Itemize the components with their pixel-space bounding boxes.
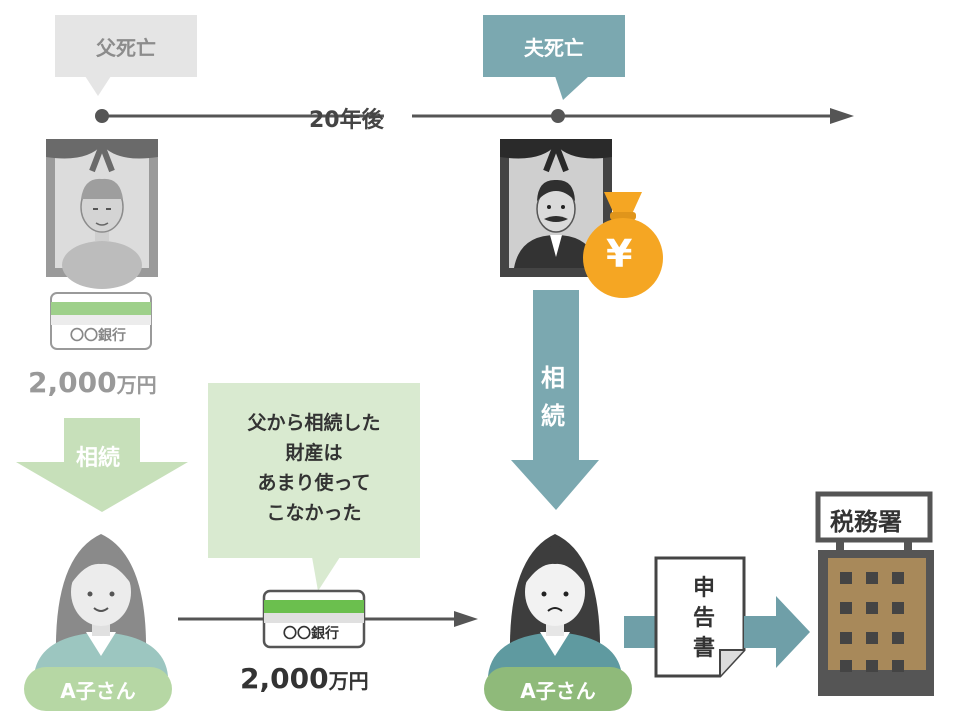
note-line-3: あまり使って	[257, 472, 371, 494]
tax-return-document-icon	[654, 556, 746, 678]
husband-death-bubble-tail	[555, 76, 589, 100]
tax-return-document-label: 申 告 書	[690, 574, 718, 664]
note-bubble-tail	[312, 557, 340, 591]
note-bubble	[208, 383, 420, 558]
note-line-2: 財産は	[285, 442, 343, 464]
father-amount: 2,000万円	[28, 366, 157, 399]
father-inherit-arrow	[16, 418, 188, 512]
transfer-bank-card	[262, 589, 366, 649]
father-death-label: 父死亡	[96, 35, 156, 60]
father-amount-unit: 万円	[116, 373, 157, 397]
husband-inherit-label-1: 相	[541, 364, 565, 392]
father-bank-card	[50, 292, 152, 350]
transfer-amount-number: 2,000	[240, 662, 329, 695]
transfer-bank-card-label: 〇〇銀行	[283, 626, 339, 642]
timeline-arrow	[95, 108, 854, 124]
person-left-name: A子さん	[60, 678, 136, 703]
transfer-amount-unit: 万円	[328, 669, 369, 693]
filing-arrow-2	[744, 596, 810, 668]
person-left-name-badge: A子さん	[24, 667, 172, 711]
note-text: 父から相続した 財産は あまり使って こなかった	[208, 408, 420, 528]
father-amount-number: 2,000	[28, 366, 117, 399]
person-right-name-badge: A子さん	[484, 667, 632, 711]
money-bag-yen-symbol: ¥	[606, 232, 633, 276]
husband-inherit-label-2: 続	[541, 402, 565, 430]
husband-portrait	[500, 139, 612, 277]
note-line-4: こなかった	[266, 502, 362, 524]
note-line-1: 父から相続した	[247, 412, 381, 434]
father-bank-card-label: 〇〇銀行	[70, 328, 126, 344]
timeline-gap-label: 20年後	[309, 108, 384, 133]
father-inherit-label: 相続	[76, 446, 121, 471]
tax-return-char-2: 告	[692, 606, 715, 631]
husband-death-label: 夫死亡	[524, 35, 584, 60]
filing-arrow-1	[624, 616, 660, 648]
person-left-avatar	[34, 534, 168, 676]
money-bag-icon	[583, 192, 663, 298]
father-death-bubble: 父死亡	[55, 15, 197, 77]
father-portrait	[46, 139, 158, 289]
tax-return-char-1: 申	[692, 576, 715, 601]
husband-death-bubble: 夫死亡	[483, 15, 625, 77]
person-right-avatar	[488, 534, 622, 676]
tax-office-label: 税務署	[830, 508, 902, 536]
tax-office-windows	[840, 572, 904, 672]
husband-inherit-arrow	[511, 290, 599, 510]
person-right-name: A子さん	[520, 678, 596, 703]
tax-return-char-3: 書	[692, 636, 715, 661]
father-death-bubble-tail	[85, 76, 111, 96]
transfer-amount: 2,000万円	[240, 662, 369, 695]
transfer-arrow	[178, 611, 478, 627]
